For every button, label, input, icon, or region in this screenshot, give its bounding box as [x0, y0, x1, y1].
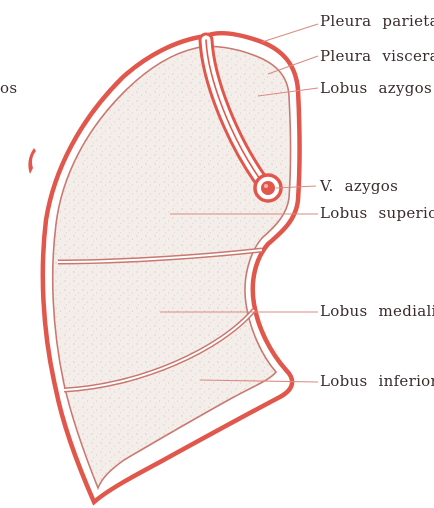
label-pleura-visceralis: Pleura viscerali: [320, 47, 434, 65]
cropped-edge-mark: [28, 148, 36, 174]
leader-pleura-parietalis: [262, 24, 318, 42]
label-lobus-inferior: Lobus inferior: [320, 372, 434, 390]
label-v-azygos: V. azygos: [320, 177, 398, 195]
label-lobus-medialis: Lobus medialis: [320, 302, 434, 320]
label-lobus-azygos: Lobus azygos: [320, 79, 432, 97]
label-cropped-fragment: os: [0, 79, 17, 97]
label-pleura-parietalis: Pleura parietali: [320, 12, 434, 30]
label-lobus-superior: Lobus superior: [320, 204, 434, 222]
